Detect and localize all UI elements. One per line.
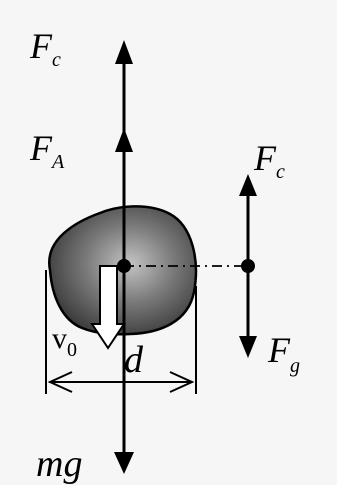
particle-center-dot: [117, 259, 131, 273]
diameter-arrowhead-left: [47, 371, 73, 393]
label-fa: FA: [29, 128, 65, 173]
label-fg: Fg: [267, 330, 300, 377]
right-center-dot: [241, 259, 255, 273]
velocity-arrow: [90, 265, 126, 350]
label-fc-top: Fc: [29, 26, 61, 71]
label-mg: mg: [36, 443, 82, 485]
mg-arrowhead: [114, 452, 134, 474]
label-fc-right: Fc: [253, 138, 285, 183]
label-d: d: [124, 339, 144, 381]
fc-top-arrowhead: [115, 40, 133, 64]
fc-right-arrowhead: [239, 174, 257, 196]
label-v0: v0: [52, 322, 77, 361]
fg-arrowhead: [239, 336, 257, 358]
fa-arrowhead: [115, 128, 133, 152]
diameter-arrowhead-right: [169, 371, 195, 393]
